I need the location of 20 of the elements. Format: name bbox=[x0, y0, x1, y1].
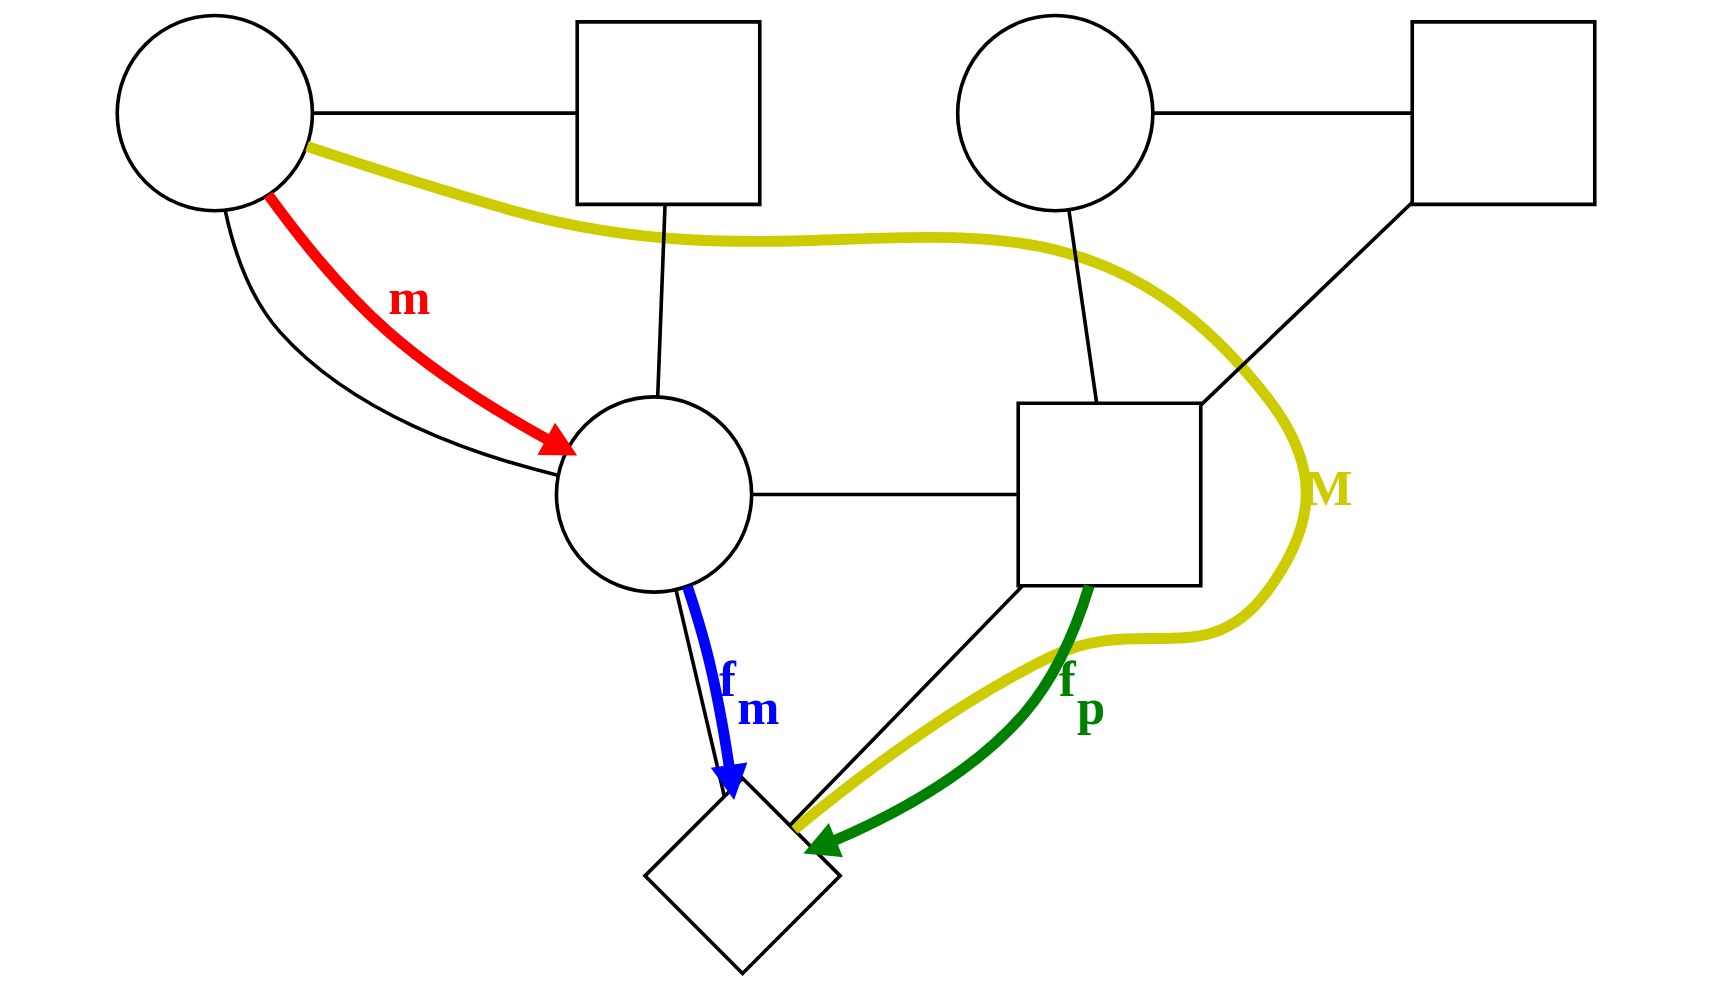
node-box bbox=[1410, 20, 1597, 207]
node-circle bbox=[554, 395, 754, 594]
connector bbox=[1067, 210, 1099, 403]
connector bbox=[223, 209, 559, 477]
connector bbox=[788, 584, 1024, 827]
edge-label: m bbox=[388, 269, 431, 326]
connector bbox=[674, 589, 727, 797]
node-circle bbox=[955, 13, 1155, 213]
node-circle bbox=[115, 13, 315, 213]
connector bbox=[751, 492, 1018, 497]
node-box bbox=[1016, 401, 1203, 588]
connector bbox=[313, 111, 577, 115]
arrow bbox=[263, 191, 578, 456]
connector bbox=[1153, 111, 1412, 115]
arrow bbox=[803, 584, 1095, 858]
connector bbox=[305, 141, 1312, 834]
connector bbox=[1199, 201, 1414, 407]
connector bbox=[655, 204, 667, 397]
arrow bbox=[682, 584, 748, 800]
node-box bbox=[575, 20, 762, 207]
